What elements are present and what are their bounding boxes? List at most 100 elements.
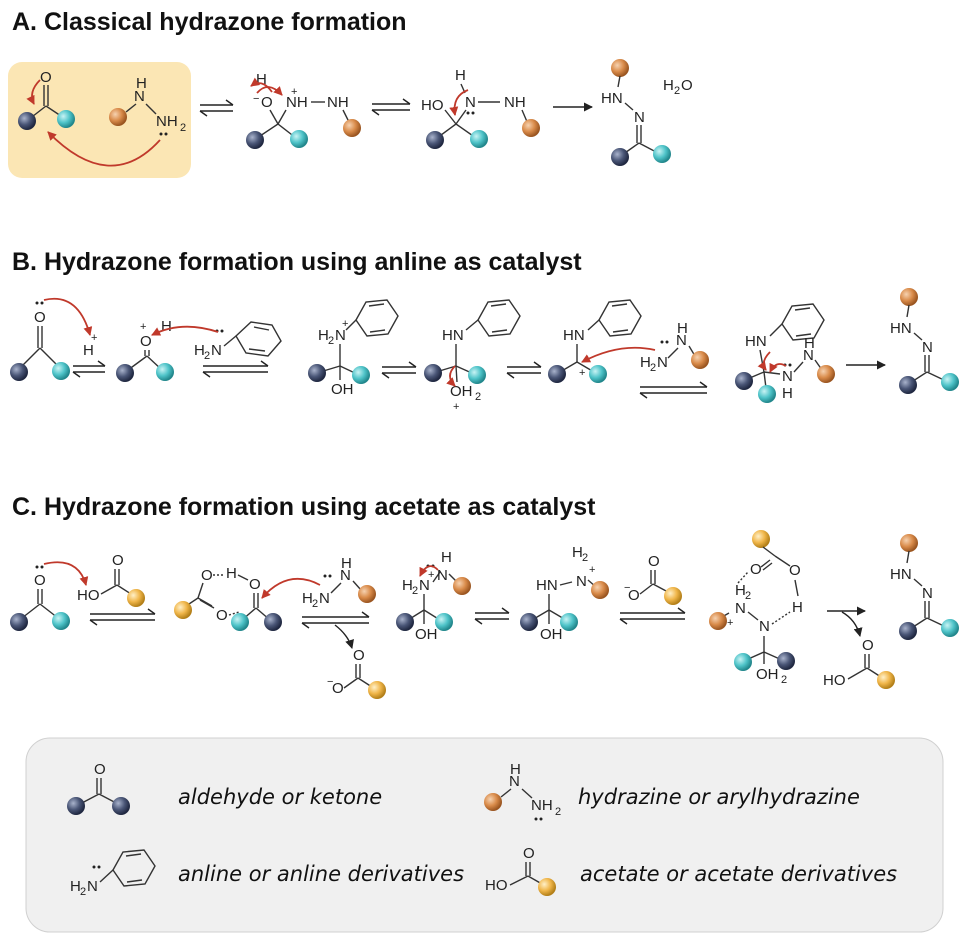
teal-substituent xyxy=(231,613,249,631)
equilibrium-arrow xyxy=(202,360,269,378)
water-o: O xyxy=(681,77,693,94)
equilibrium-arrow xyxy=(639,381,708,399)
atom-oh2: OH xyxy=(450,383,473,400)
b-carbonyl-molecule: O + H xyxy=(10,301,97,381)
atom-o: O xyxy=(201,567,213,584)
atom-o: O xyxy=(40,69,52,86)
c-acetate-anion: O − O xyxy=(624,553,682,605)
atom-n: N xyxy=(634,109,645,126)
b-hydrazine-reagent: H 2 N N H xyxy=(640,320,709,374)
equilibrium-arrow xyxy=(619,607,686,625)
curly-arrow xyxy=(419,565,439,577)
teal-substituent xyxy=(941,373,959,391)
proton: H xyxy=(83,342,94,359)
atom-n: N xyxy=(782,368,793,385)
a-carbinolamine-intermediate: H HO N NH xyxy=(421,67,540,149)
legend-carbonyl-icon: O xyxy=(67,761,130,815)
b-protonated-intermediate: HN OH 2 + xyxy=(424,299,521,413)
teal-substituent xyxy=(352,366,370,384)
atom-o: O xyxy=(523,845,535,862)
atom-hn: HN xyxy=(890,566,912,583)
atom-oh: OH xyxy=(415,626,438,643)
curly-arrow xyxy=(43,561,89,586)
c-carbonyl-molecule: O xyxy=(10,565,70,631)
atom-h: H xyxy=(510,761,521,778)
gold-substituent xyxy=(127,589,145,607)
atom-h: H xyxy=(455,67,466,84)
teal-substituent xyxy=(435,613,453,631)
subscript-2: 2 xyxy=(328,335,334,347)
navy-substituent xyxy=(611,148,629,166)
navy-substituent xyxy=(112,797,130,815)
c-zwitterionic-intermediate: H H 2 N + N OH xyxy=(396,549,471,643)
teal-substituent xyxy=(156,363,174,381)
atom-ho: HO xyxy=(77,587,100,604)
atom-o: O xyxy=(34,572,46,589)
atom-nh: NH xyxy=(286,94,308,111)
orange-substituent xyxy=(484,793,502,811)
release-arrow xyxy=(841,611,863,637)
curly-arrow xyxy=(581,346,656,363)
orange-substituent xyxy=(611,59,629,77)
atom-h2n: H xyxy=(194,342,205,359)
navy-substituent xyxy=(777,652,795,670)
atom-o: O xyxy=(140,333,152,350)
atom-o: O xyxy=(94,761,106,778)
charge-plus: + xyxy=(91,332,97,344)
atom-o: O xyxy=(249,576,261,593)
c-cyclic-transition-state: O O H H 2 N + N OH 2 xyxy=(709,530,803,686)
a-zwitterion-intermediate: H − O + NH NH xyxy=(246,71,361,149)
orange-substituent xyxy=(900,534,918,552)
navy-substituent xyxy=(520,613,538,631)
equilibrium-arrow xyxy=(89,608,156,626)
atom-nh2: NH xyxy=(531,797,553,814)
orange-substituent xyxy=(109,108,127,126)
atom-h2n: H xyxy=(640,354,651,371)
teal-substituent xyxy=(560,613,578,631)
teal-substituent xyxy=(468,366,486,384)
atom-o: O xyxy=(789,562,801,579)
orange-substituent xyxy=(343,119,361,137)
subscript-2: 2 xyxy=(475,391,481,403)
atom-hn: HN xyxy=(442,327,464,344)
charge-plus: + xyxy=(727,617,733,629)
curly-arrow xyxy=(757,351,771,371)
a-hydrazone-product: HN N H 2 O xyxy=(601,59,693,166)
navy-substituent xyxy=(18,112,36,130)
atom-o: O xyxy=(353,647,365,664)
orange-substituent xyxy=(817,365,835,383)
section-a-title: A. Classical hydrazone formation xyxy=(12,8,407,36)
c-hydrazone-product: HN N xyxy=(890,534,959,640)
atom-h2n: H xyxy=(318,327,329,344)
atom-h2n: H xyxy=(402,577,413,594)
curly-arrow xyxy=(47,131,161,167)
navy-substituent xyxy=(899,376,917,394)
atom-ho: HO xyxy=(421,97,444,114)
atom-h2n: H xyxy=(70,878,81,895)
curly-arrow xyxy=(26,79,41,105)
curly-arrow xyxy=(769,362,787,373)
teal-substituent xyxy=(57,110,75,128)
atom-oh2: OH xyxy=(756,666,779,683)
legend-aniline-icon: H 2 N xyxy=(70,849,156,898)
orange-substituent xyxy=(709,612,727,630)
navy-substituent xyxy=(396,613,414,631)
atom-n: N xyxy=(211,342,222,359)
water-h: H xyxy=(663,77,674,94)
navy-substituent xyxy=(424,364,442,382)
atom-h2n: H xyxy=(302,590,313,607)
c-hydrazine-reagent: H 2 N N H xyxy=(302,555,376,610)
gold-substituent xyxy=(174,601,192,619)
charge-plus: + xyxy=(428,569,434,581)
orange-substituent xyxy=(358,585,376,603)
charge-plus: + xyxy=(453,401,459,413)
atom-n: N xyxy=(676,332,687,349)
subscript-2: 2 xyxy=(180,122,186,134)
equilibrium-arrow xyxy=(371,98,411,116)
equilibrium-arrow xyxy=(474,607,510,625)
atom-hn: HN xyxy=(536,577,558,594)
legend-carbonyl-label: aldehyde or ketone xyxy=(178,785,382,809)
teal-substituent xyxy=(734,653,752,671)
atom-ho: HO xyxy=(485,877,508,894)
atom-n: N xyxy=(576,573,587,590)
